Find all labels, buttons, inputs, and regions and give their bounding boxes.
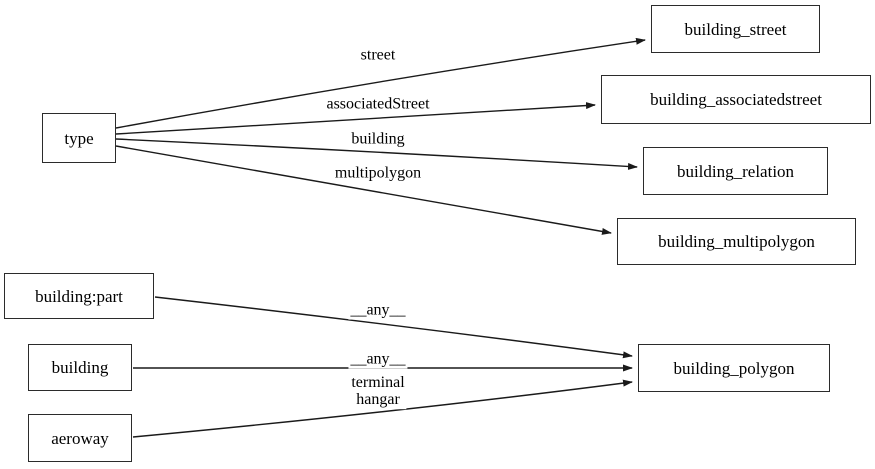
edge-label-type-to-building_relation: building — [349, 130, 407, 149]
edge-type-to-building_street — [115, 37, 646, 129]
edge-label-type-to-building_street: street — [358, 46, 398, 65]
node-aeroway[interactable]: aeroway — [28, 414, 132, 462]
edge-label-line: hangar — [356, 391, 400, 408]
edge-label-type-to-building_associatedstreet: associatedStreet — [324, 95, 432, 114]
node-label: building_multipolygon — [658, 232, 815, 251]
node-type[interactable]: type — [42, 113, 116, 163]
edge-building_part-to-building_polygon — [154, 296, 633, 359]
edge-label-line: street — [360, 46, 396, 64]
node-building_multipolygon[interactable]: building_multipolygon — [617, 218, 856, 265]
node-label: building:part — [35, 286, 123, 306]
edge-label-type-to-building_multipolygon: multipolygon — [332, 164, 424, 183]
edge-label-line: __any__ — [350, 301, 406, 319]
edge-type-to-building_relation — [115, 138, 638, 170]
node-building_relation[interactable]: building_relation — [643, 147, 828, 195]
edge-aeroway-to-building_polygon — [132, 379, 633, 438]
edge-label-building_part-to-building_polygon: __any__ — [348, 301, 408, 320]
edge-label-line: associatedStreet — [326, 95, 430, 113]
edge-label-building-to-building_polygon: __any__ — [348, 350, 408, 369]
edge-type-to-building_associatedstreet — [115, 102, 596, 135]
edge-label-line: __any__ — [350, 350, 406, 368]
edge-label-line: terminal — [351, 374, 405, 392]
node-building_polygon[interactable]: building_polygon — [638, 344, 830, 392]
node-building[interactable]: building — [28, 344, 132, 391]
node-label: aeroway — [51, 428, 109, 448]
edge-type-to-building_multipolygon — [115, 145, 612, 235]
node-building_part[interactable]: building:part — [4, 273, 154, 319]
node-label: type — [64, 128, 94, 148]
edge-label-line: multipolygon — [334, 164, 422, 182]
node-label: building — [51, 358, 109, 377]
node-label: building_street — [684, 19, 787, 39]
node-building_associatedstreet[interactable]: building_associatedstreet — [601, 75, 871, 124]
node-label: building_polygon — [673, 358, 795, 378]
node-label: building_associatedstreet — [650, 90, 822, 109]
edge-label-line: building — [351, 130, 405, 148]
node-building_street[interactable]: building_street — [651, 5, 820, 53]
node-label: building_relation — [676, 161, 795, 181]
